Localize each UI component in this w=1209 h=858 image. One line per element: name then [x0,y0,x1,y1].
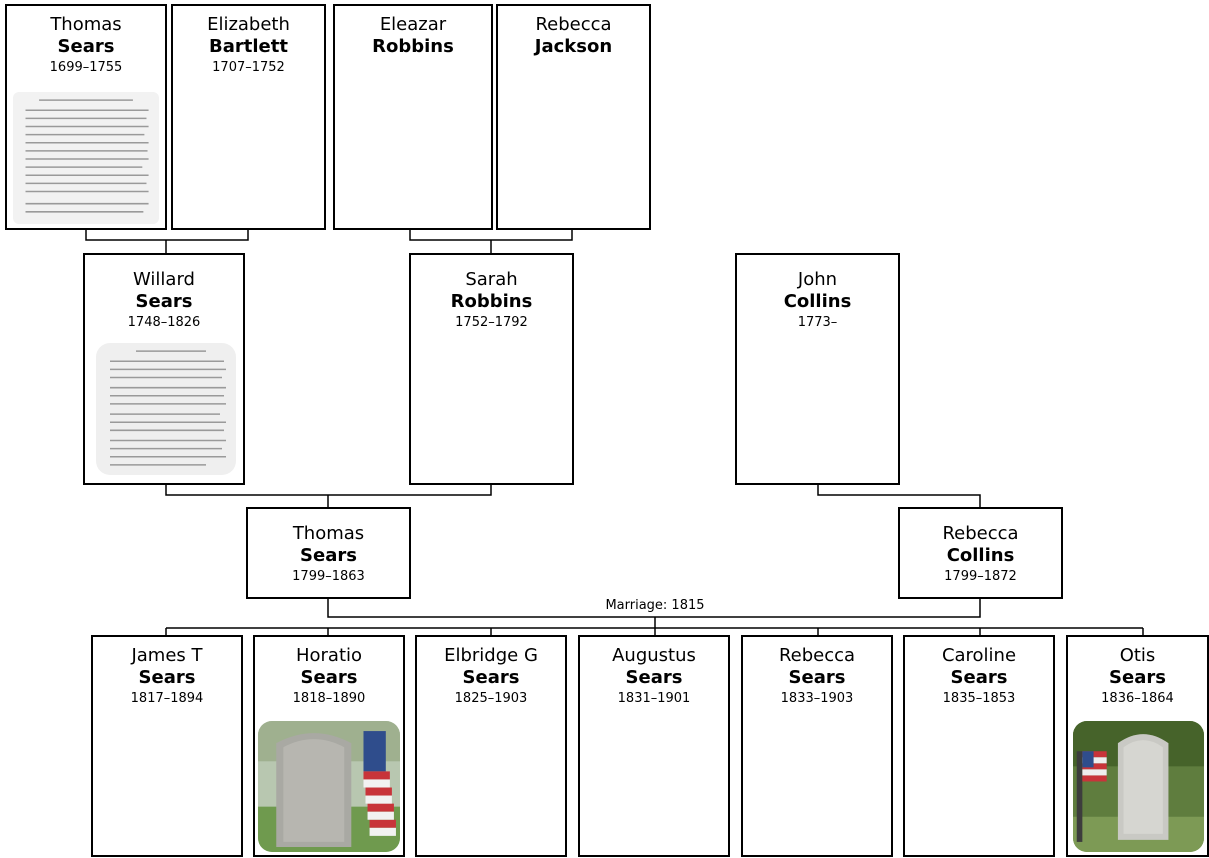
given-name: Otis [1119,645,1156,666]
surname: Sears [462,667,520,688]
given-name: Rebecca [778,645,856,666]
surname: Robbins [450,291,533,312]
given-name: James T [131,645,203,666]
person-eleazar-robbins[interactable]: Eleazar Robbins [333,4,493,230]
person-horatio-sears[interactable]: Horatio Sears 1818–1890 [253,635,405,857]
person-thomas-sears-1799[interactable]: Thomas Sears 1799–1863 [246,507,411,599]
person-caroline-sears[interactable]: Caroline Sears 1835–1853 [903,635,1055,857]
gravestone-photo [1073,721,1204,852]
person-rebecca-jackson[interactable]: Rebecca Jackson [496,4,651,230]
surname: Sears [950,667,1008,688]
surname: Jackson [534,36,613,57]
given-name: Willard [133,269,195,290]
given-name: Eleazar [379,14,447,35]
surname: Sears [57,36,115,57]
given-name: Sarah [465,269,518,290]
person-elbridge-g-sears[interactable]: Elbridge G Sears 1825–1903 [415,635,567,857]
given-name: Horatio [295,645,363,666]
life-dates: 1825–1903 [454,691,528,706]
surname: Sears [1109,667,1166,688]
life-dates: 1831–1901 [617,691,691,706]
life-dates: 1707–1752 [212,60,285,75]
document-scan-thumbnail [13,92,159,224]
surname: Sears [300,545,357,566]
given-name: Elizabeth [207,14,290,35]
given-name: Thomas [50,14,122,35]
given-name: Elbridge G [444,645,538,666]
given-name: Caroline [941,645,1017,666]
person-rebecca-collins[interactable]: Rebecca Collins 1799–1872 [898,507,1063,599]
given-name: Augustus [612,645,696,666]
surname: Sears [135,291,193,312]
life-dates: 1836–1864 [1101,691,1174,706]
person-augustus-sears[interactable]: Augustus Sears 1831–1901 [578,635,730,857]
life-dates: 1699–1755 [49,60,123,75]
person-otis-sears[interactable]: Otis Sears 1836–1864 [1066,635,1209,857]
person-rebecca-sears[interactable]: Rebecca Sears 1833–1903 [741,635,893,857]
given-name: Thomas [292,523,365,544]
person-john-collins[interactable]: John Collins 1773– [735,253,900,485]
surname: Sears [138,667,196,688]
person-sarah-robbins[interactable]: Sarah Robbins 1752–1792 [409,253,574,485]
life-dates: 1748–1826 [127,315,201,330]
person-james-t-sears[interactable]: James T Sears 1817–1894 [91,635,243,857]
given-name: John [797,269,838,290]
person-elizabeth-bartlett[interactable]: Elizabeth Bartlett 1707–1752 [171,4,326,230]
surname: Robbins [372,36,454,57]
document-scan-thumbnail [96,343,236,475]
life-dates: 1818–1890 [292,691,366,706]
life-dates: 1799–1863 [292,569,365,584]
life-dates: 1773– [797,315,838,330]
person-willard-sears[interactable]: Willard Sears 1748–1826 [83,253,245,485]
surname: Bartlett [209,36,288,57]
surname: Collins [946,545,1015,566]
life-dates: 1799–1872 [944,569,1017,584]
surname: Sears [625,667,683,688]
given-name: Rebecca [942,523,1019,544]
life-dates: 1833–1903 [780,691,854,706]
life-dates: 1835–1853 [942,691,1016,706]
life-dates: 1752–1792 [455,315,528,330]
life-dates: 1817–1894 [130,691,204,706]
surname: Collins [783,291,852,312]
marriage-label: Marriage: 1815 [605,598,705,613]
person-thomas-sears-1699[interactable]: Thomas Sears 1699–1755 [5,4,167,230]
surname: Sears [300,667,358,688]
surname: Sears [788,667,846,688]
given-name: Rebecca [535,14,612,35]
gravestone-photo [258,721,400,852]
